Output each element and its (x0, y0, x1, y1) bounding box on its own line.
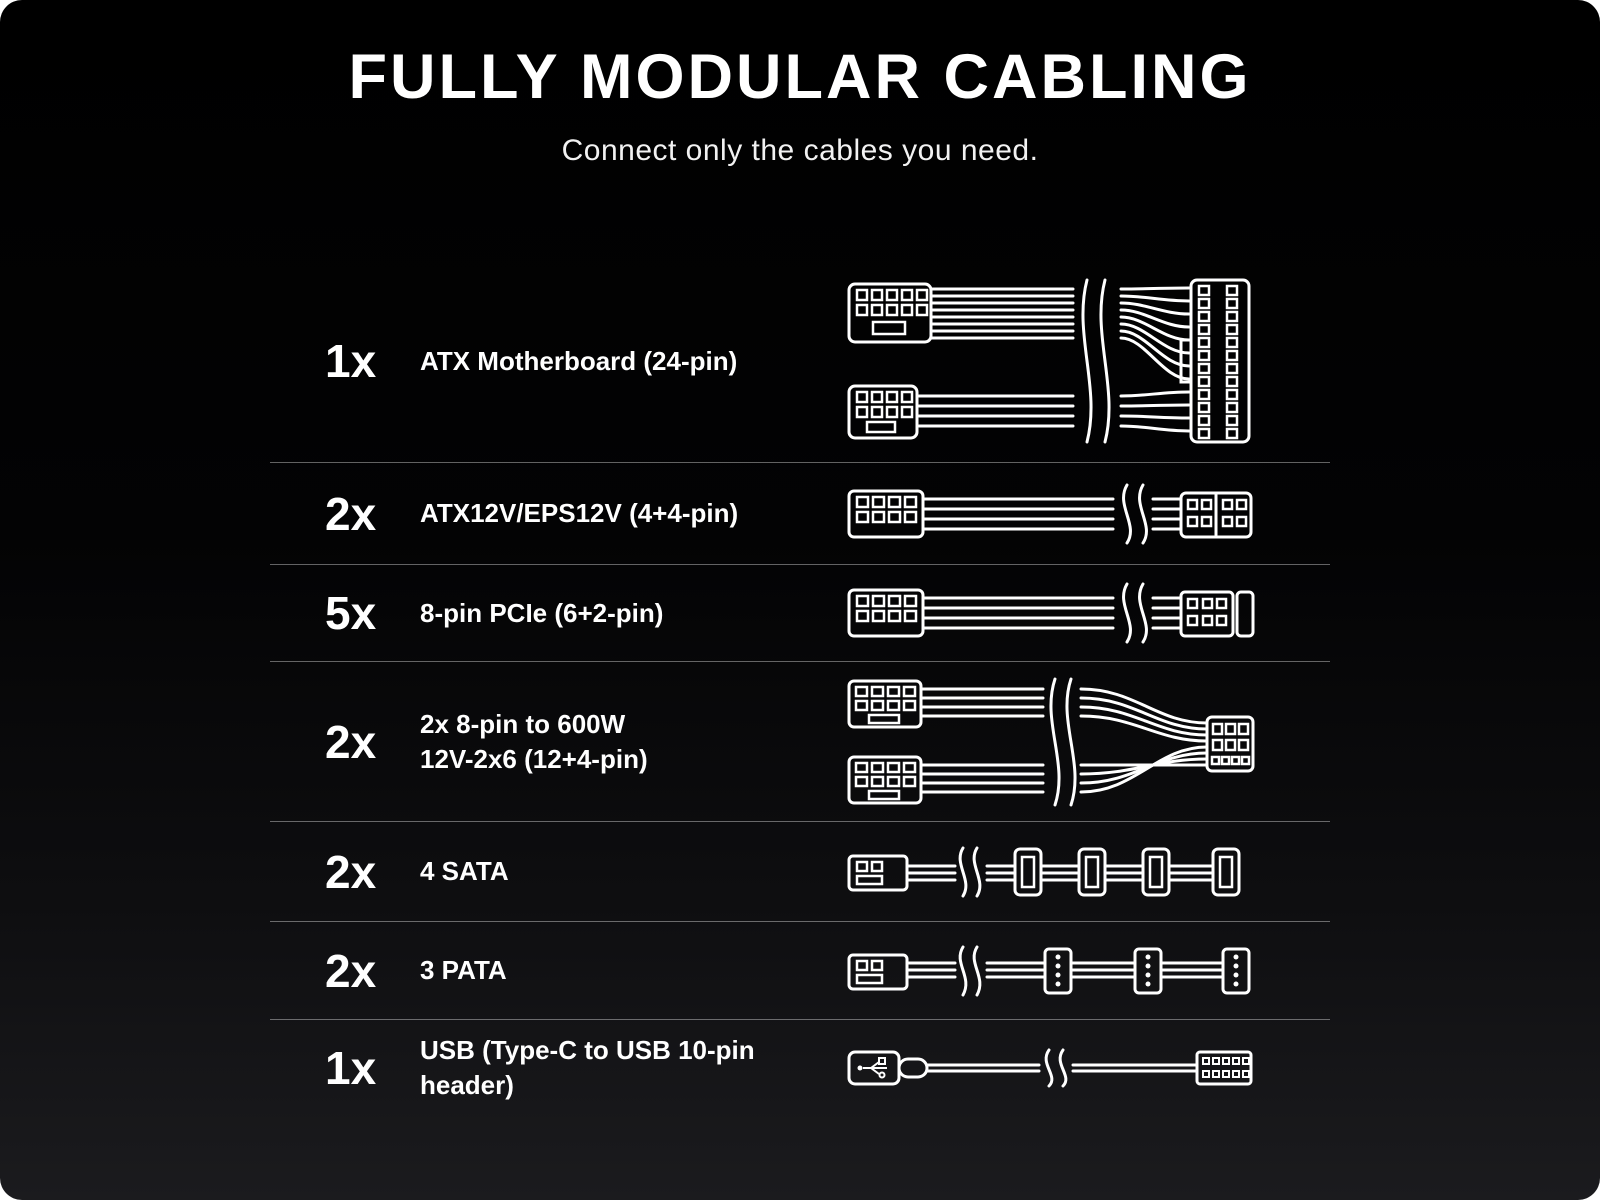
content-column: FULLY MODULAR CABLING Connect only the c… (270, 0, 1330, 1115)
cable-label: ATX12V/EPS12V (4+4-pin) (420, 496, 845, 531)
cable-qty: 2x (325, 944, 377, 997)
cable-label: ATX Motherboard (24-pin) (420, 344, 845, 379)
page-title: FULLY MODULAR CABLING (348, 42, 1252, 112)
cable-label-line2: 12V-2x6 (12+4-pin) (420, 743, 648, 774)
cable-qty: 5x (325, 587, 377, 640)
cable-qty: 2x (325, 487, 377, 540)
cable-qty: 2x (325, 715, 377, 768)
cable-row-pata: 2x 3 PATA (270, 921, 1330, 1019)
cable-row-atx-24pin: 1x ATX Motherboard (24-pin) (270, 260, 1330, 462)
pata-cable-icon (845, 942, 1255, 1000)
atx-24pin-cable-icon (845, 276, 1255, 446)
cable-label-line1: 8-pin PCIe (6+2-pin) (420, 597, 664, 628)
cable-list: 1x ATX Motherboard (24-pin) (270, 260, 1330, 1115)
cable-label: 8-pin PCIe (6+2-pin) (420, 596, 845, 631)
sata-cable-icon (845, 842, 1255, 902)
cable-qty: 2x (325, 845, 377, 898)
cable-row-sata: 2x 4 SATA (270, 821, 1330, 921)
cable-qty: 1x (325, 1041, 377, 1094)
cable-row-usb: 1x USB (Type-C to USB 10-pin header) (270, 1019, 1330, 1115)
cable-label-line1: 3 PATA (420, 955, 507, 986)
cable-label-line1: ATX Motherboard (24-pin) (420, 345, 738, 376)
cable-label: 2x 8-pin to 600W 12V-2x6 (12+4-pin) (420, 707, 845, 777)
cable-label-line1: ATX12V/EPS12V (4+4-pin) (420, 498, 739, 529)
page-subtitle: Connect only the cables you need. (561, 134, 1039, 168)
12v-2x6-cable-icon (845, 677, 1255, 807)
eps12v-cable-icon (845, 479, 1255, 549)
usb-typec-header-cable-icon (845, 1044, 1255, 1092)
cable-label-line1: 2x 8-pin to 600W (420, 708, 626, 739)
cable-row-pcie: 5x 8-pin PCIe (6+2-pin) (270, 564, 1330, 661)
cable-label: 3 PATA (420, 953, 845, 988)
cable-label-line1: USB (Type-C to USB 10-pin header) (420, 1034, 755, 1100)
cable-label: 4 SATA (420, 854, 845, 889)
cable-label: USB (Type-C to USB 10-pin header) (420, 1033, 845, 1103)
cable-row-eps12v: 2x ATX12V/EPS12V (4+4-pin) (270, 462, 1330, 564)
cable-label-line1: 4 SATA (420, 856, 509, 887)
cable-qty: 1x (325, 335, 377, 388)
pcie-8pin-cable-icon (845, 578, 1255, 648)
cable-row-12v-2x6: 2x 2x 8-pin to 600W 12V-2x6 (12+4-pin) (270, 661, 1330, 821)
